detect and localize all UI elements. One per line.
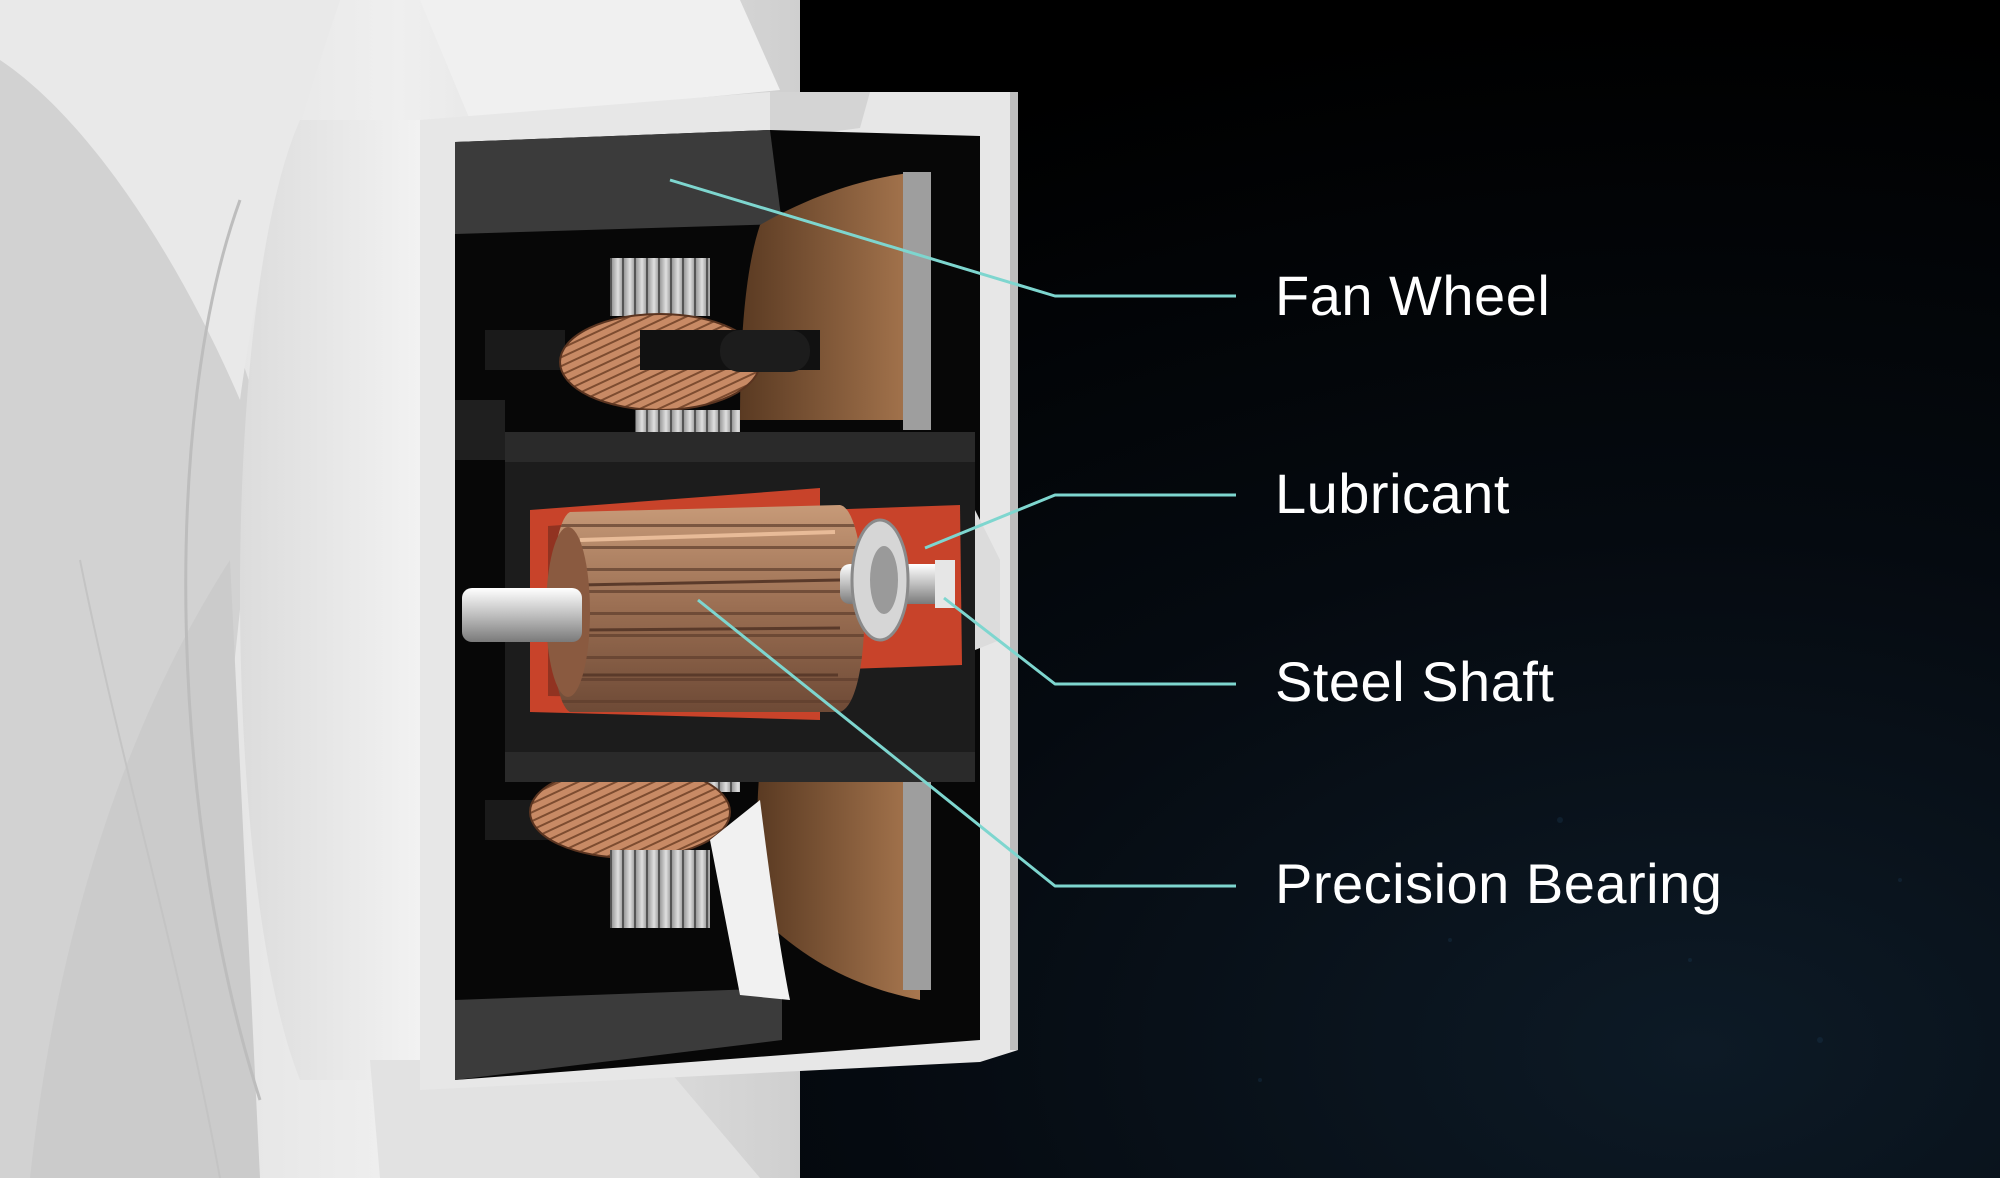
precision-bearing-rotor <box>546 505 865 712</box>
rotor-disc <box>740 172 931 1000</box>
leader-line-precision-bearing <box>697 598 1236 888</box>
callout-label-steel-shaft: Steel Shaft <box>1275 650 1555 713</box>
callout-label-lubricant: Lubricant <box>1275 462 1510 525</box>
leader-line-lubricant <box>924 493 1236 550</box>
stator-coil-top <box>559 258 820 448</box>
fan-wheel-magnet <box>455 130 782 1080</box>
background-glow <box>1258 817 1902 1082</box>
leader-line-steel-shaft <box>943 596 1236 686</box>
callout-label-precision-bearing: Precision Bearing <box>1275 852 1723 915</box>
stator-coil-bottom <box>529 756 790 1000</box>
steel-shaft <box>462 518 955 642</box>
housing-right-lip <box>975 510 1000 650</box>
leader-lines <box>669 178 1236 888</box>
leader-line-fan-wheel <box>669 178 1236 298</box>
callout-label-fan-wheel: Fan Wheel <box>1275 264 1551 327</box>
